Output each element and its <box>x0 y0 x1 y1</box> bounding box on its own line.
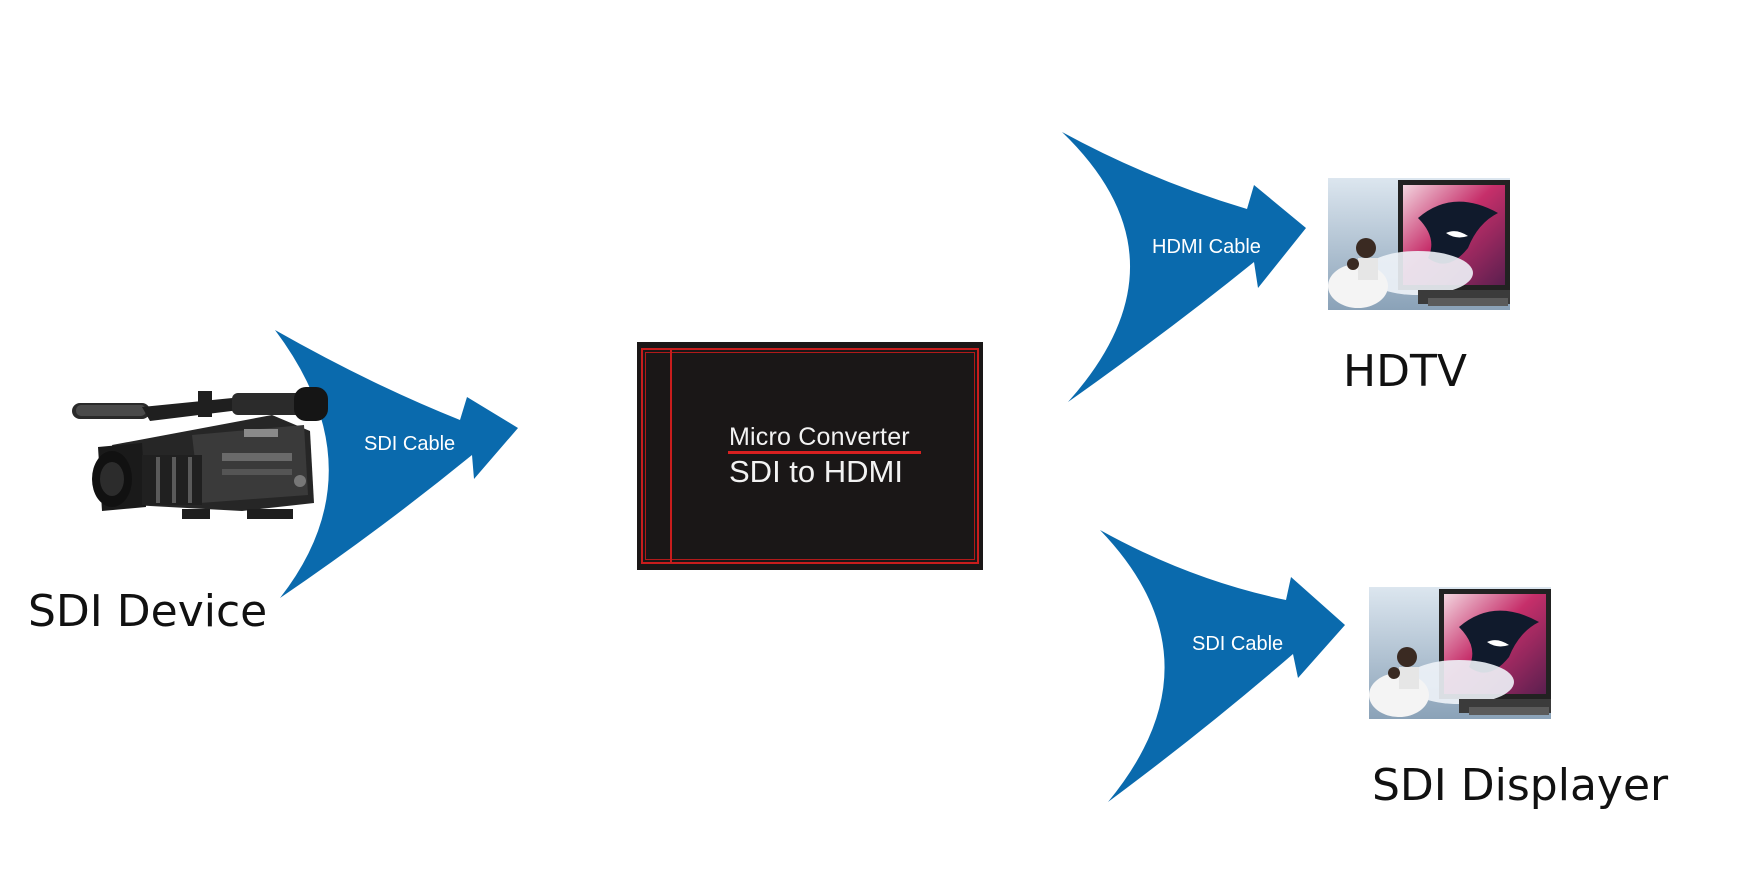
arrow-shape <box>1100 530 1345 802</box>
converter-subtitle: SDI to HDMI <box>729 454 903 489</box>
caption-sdi-device: SDI Device <box>28 586 268 637</box>
edge-label-3: SDI Cable <box>1192 633 1283 655</box>
arrow-shape <box>1062 132 1306 402</box>
caption-sdi-displayer: SDI Displayer <box>1372 760 1669 811</box>
hdtv-icon <box>1328 178 1510 310</box>
converter-divider <box>670 348 672 564</box>
arrow-sdi-device-to-converter: SDI Cable <box>275 330 518 598</box>
arrow-converter-to-sdi-displayer: SDI Cable <box>1100 530 1345 802</box>
converter-box: Micro Converter SDI to HDMI <box>637 342 983 570</box>
edge-label-1: SDI Cable <box>364 433 455 455</box>
converter-frame <box>641 348 979 564</box>
edge-label-2: HDMI Cable <box>1152 236 1261 258</box>
video-camera-icon <box>72 387 328 519</box>
converter-title-underline <box>728 451 921 454</box>
converter-frame-inner <box>645 352 975 560</box>
sdi-displayer-icon <box>1369 587 1551 719</box>
arrow-converter-to-hdtv: HDMI Cable <box>1062 132 1306 402</box>
converter-title: Micro Converter <box>729 423 910 451</box>
caption-hdtv: HDTV <box>1343 346 1467 397</box>
arrow-shape <box>275 330 518 598</box>
